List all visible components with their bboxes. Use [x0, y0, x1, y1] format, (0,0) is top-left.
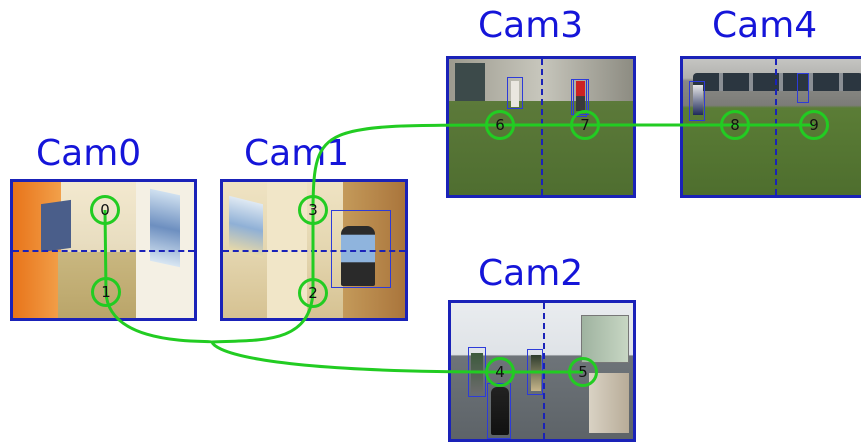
cam0-door	[41, 199, 71, 253]
node-8: 8	[720, 110, 750, 140]
cam4-divider-line	[775, 59, 777, 195]
cam3-divider-line	[541, 59, 543, 195]
cam3-box-a	[507, 77, 523, 109]
cam2-box-c	[527, 349, 543, 395]
cam2-person-b	[491, 387, 509, 435]
cam4-person	[693, 85, 703, 115]
cam1-person	[341, 226, 375, 286]
cam4-cars	[693, 73, 861, 91]
cam1-poster	[229, 195, 263, 259]
node-7: 7	[570, 110, 600, 140]
cam2-box-b	[487, 383, 511, 439]
cam0-divider-line	[13, 250, 194, 252]
node-5: 5	[568, 357, 598, 387]
cam0-poster	[150, 188, 180, 268]
cam0-title: Cam0	[36, 133, 142, 174]
cam3-title: Cam3	[478, 5, 584, 46]
cam2-view	[448, 300, 636, 442]
node-2: 2	[298, 278, 328, 308]
cam1-title: Cam1	[244, 133, 350, 174]
cam2-box-a	[468, 347, 486, 397]
cam2-divider-line	[543, 303, 545, 439]
cam4-box-a	[689, 81, 705, 121]
cam3-view	[446, 56, 636, 198]
cam4-box-b	[797, 73, 809, 103]
node-3: 3	[298, 195, 328, 225]
node-4: 4	[485, 357, 515, 387]
cam3-person-a	[511, 81, 519, 107]
cam4-title: Cam4	[712, 5, 818, 46]
cam1-person-box	[331, 210, 391, 288]
cam4-view	[680, 56, 861, 198]
cam2-window	[581, 315, 629, 363]
cam1-divider-line	[223, 250, 405, 252]
cam3-person-b	[576, 81, 585, 111]
node-6: 6	[485, 110, 515, 140]
node-0: 0	[90, 195, 120, 225]
cam2-desk	[589, 373, 629, 433]
node-1: 1	[91, 277, 121, 307]
cam3-doorway	[455, 63, 485, 101]
node-9: 9	[799, 110, 829, 140]
cam2-title: Cam2	[478, 253, 584, 294]
